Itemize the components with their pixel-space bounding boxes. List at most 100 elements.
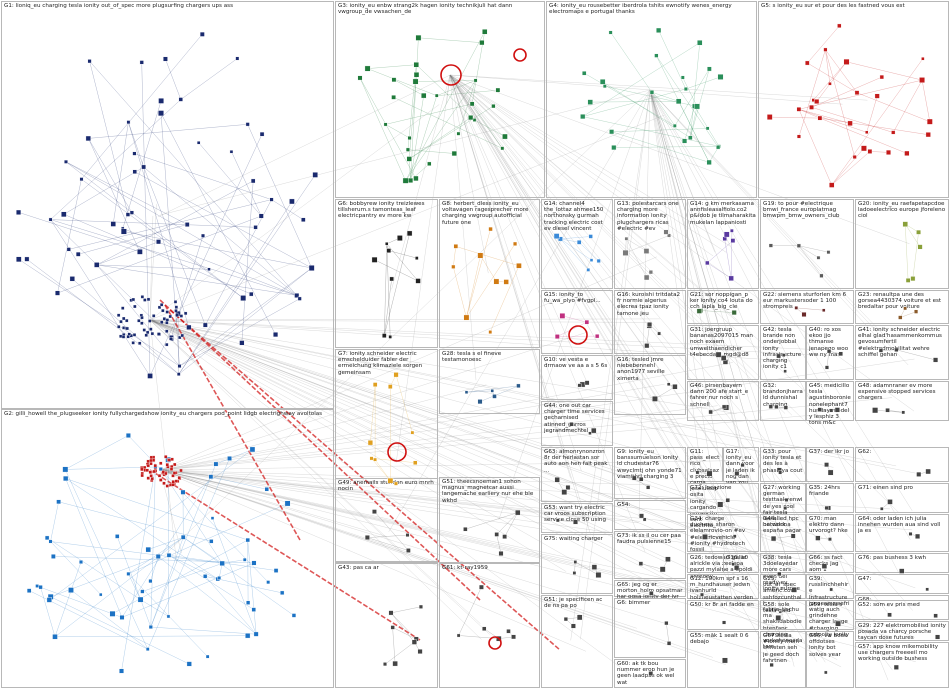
graph-node xyxy=(825,506,829,510)
hub-node xyxy=(133,305,136,308)
hub-node xyxy=(143,466,146,469)
graph-node xyxy=(254,632,259,637)
hub-node xyxy=(166,463,169,466)
graph-node xyxy=(373,458,376,461)
graph-node xyxy=(554,234,559,239)
graph-node xyxy=(664,230,669,235)
graph-node xyxy=(507,629,511,633)
graph-node xyxy=(115,534,119,538)
hub-node xyxy=(159,479,162,482)
graph-node xyxy=(818,408,822,412)
graph-node xyxy=(729,276,734,281)
graph-node xyxy=(513,242,517,246)
graph-node xyxy=(809,105,813,109)
graph-node xyxy=(919,77,924,82)
graph-node xyxy=(673,124,676,127)
hub-node xyxy=(176,314,179,317)
graph-node xyxy=(503,535,507,539)
hub-node xyxy=(173,463,176,466)
graph-node xyxy=(25,257,30,262)
graph-node xyxy=(917,472,922,477)
graph-node xyxy=(777,572,781,576)
graph-node xyxy=(412,640,417,645)
hub-node xyxy=(169,337,172,340)
graph-node xyxy=(51,554,55,558)
hub-node xyxy=(165,343,168,346)
graph-node xyxy=(734,565,739,570)
graph-node xyxy=(201,234,205,238)
graph-node xyxy=(730,229,733,232)
hub-node xyxy=(133,333,136,336)
hub-node xyxy=(161,309,164,312)
graph-node xyxy=(828,538,831,541)
graph-node xyxy=(830,409,834,413)
graph-node xyxy=(587,268,590,271)
graph-node xyxy=(382,334,386,338)
hub-node xyxy=(137,319,140,322)
hub-node xyxy=(160,321,163,324)
graph-node xyxy=(435,94,438,97)
graph-node xyxy=(452,265,456,269)
graph-node xyxy=(700,593,703,596)
graph-node xyxy=(861,146,866,151)
hub-node xyxy=(166,311,169,314)
graph-node xyxy=(722,658,727,663)
hub-node xyxy=(184,312,187,315)
graph-node xyxy=(408,136,412,140)
graph-node xyxy=(179,98,183,102)
graph-node xyxy=(298,297,302,301)
graph-node xyxy=(665,621,669,625)
hub-node xyxy=(150,474,153,477)
graph-node xyxy=(414,176,419,181)
graph-node xyxy=(706,127,709,130)
hub-node xyxy=(172,483,175,486)
graph-node xyxy=(916,230,920,234)
graph-node xyxy=(902,411,905,414)
graph-node xyxy=(419,605,423,609)
graph-node xyxy=(489,330,492,333)
graph-node xyxy=(63,476,68,481)
graph-node xyxy=(181,490,186,495)
graph-node xyxy=(149,625,153,629)
graph-node xyxy=(403,178,408,183)
graph-node xyxy=(370,457,374,461)
graph-node xyxy=(588,100,593,105)
graph-node xyxy=(372,257,377,262)
graph-node xyxy=(697,40,702,45)
graph-node xyxy=(673,384,678,389)
hub-node xyxy=(170,468,173,471)
graph-node xyxy=(495,532,499,536)
graph-node xyxy=(570,422,574,426)
graph-node xyxy=(855,91,859,95)
graph-node xyxy=(824,48,828,52)
graph-node xyxy=(246,601,250,605)
graph-node xyxy=(837,24,841,28)
graph-node xyxy=(79,560,83,564)
graph-node xyxy=(260,132,264,136)
hub-node xyxy=(117,325,120,328)
graph-node xyxy=(49,540,53,544)
graph-node xyxy=(875,94,880,99)
self-loop xyxy=(569,326,587,344)
hub-node xyxy=(143,329,146,332)
graph-node xyxy=(372,510,376,514)
hub-node xyxy=(125,319,128,322)
graph-node xyxy=(905,151,910,156)
graph-node xyxy=(909,532,912,535)
graph-node xyxy=(797,107,801,111)
graph-node xyxy=(684,87,688,91)
graph-node xyxy=(795,306,798,309)
graph-node xyxy=(274,569,278,573)
graph-node xyxy=(722,405,726,409)
graph-node xyxy=(927,119,932,124)
graph-node xyxy=(577,615,582,620)
graph-node xyxy=(667,383,670,386)
graph-node xyxy=(493,394,497,398)
graph-node xyxy=(394,482,398,486)
graph-node xyxy=(365,535,370,540)
graph-node xyxy=(639,477,643,481)
graph-node xyxy=(301,218,305,222)
graph-node xyxy=(868,149,872,153)
graph-node xyxy=(130,211,134,215)
